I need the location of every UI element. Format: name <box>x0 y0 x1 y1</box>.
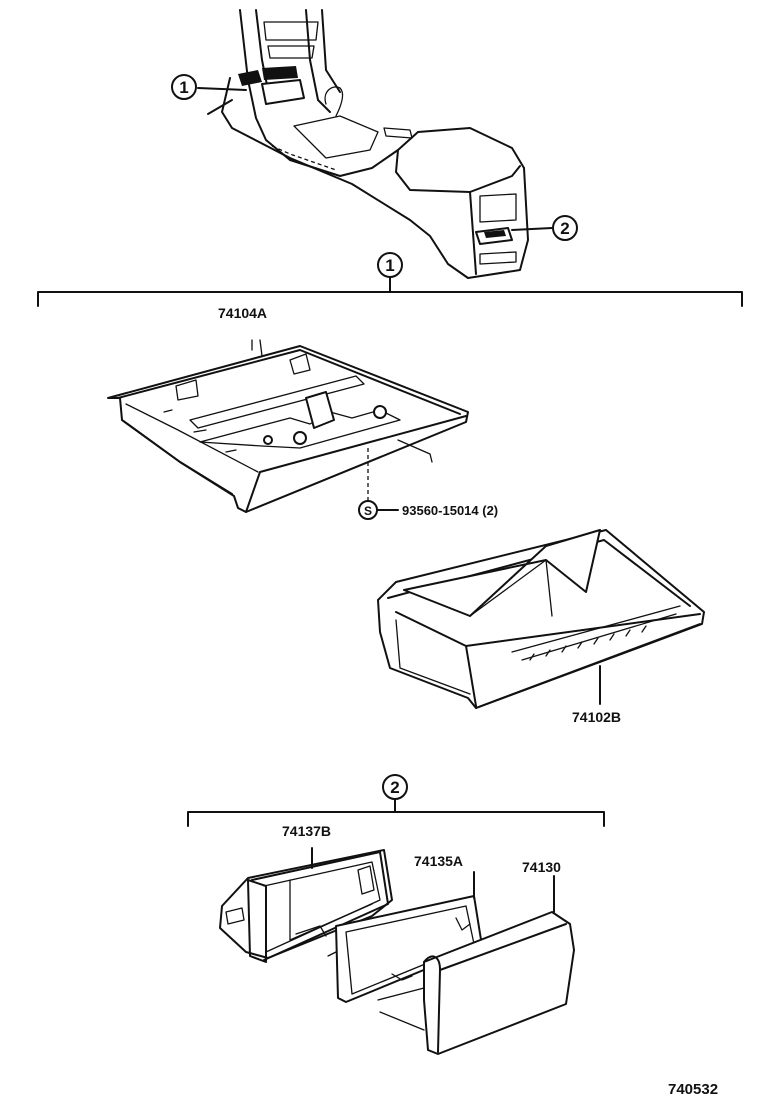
diagram-id: 740532 <box>668 1081 718 1098</box>
group-1-bracket: 1 <box>37 252 743 307</box>
part-frame-74135a <box>327 871 483 1003</box>
part-lid-74130 <box>377 875 575 1055</box>
group-2-bracket: 2 <box>187 774 605 827</box>
part-label-74130: 74130 <box>522 859 561 875</box>
screw-callout: S <box>358 500 399 520</box>
part-label-74102b: 74102B <box>572 709 621 725</box>
callout-1-label: 1 <box>179 78 188 97</box>
callout-2: 2 <box>552 215 578 241</box>
group-1-label: 1 <box>385 256 394 275</box>
part-box-74102b <box>377 529 705 709</box>
group-2-label: 2 <box>390 778 399 797</box>
callout-2-label: 2 <box>560 219 569 238</box>
part-label-74104a: 74104A <box>218 305 267 321</box>
part-bracket-74104a <box>107 339 469 513</box>
screw-symbol: S <box>364 504 372 518</box>
part-label-74137b: 74137B <box>282 823 331 839</box>
part-housing-74137b <box>219 847 393 963</box>
console-overview <box>197 9 553 279</box>
part-label-93560-15014: 93560-15014 (2) <box>402 503 498 518</box>
part-label-74135a: 74135A <box>414 853 463 869</box>
callout-1: 1 <box>171 74 197 100</box>
